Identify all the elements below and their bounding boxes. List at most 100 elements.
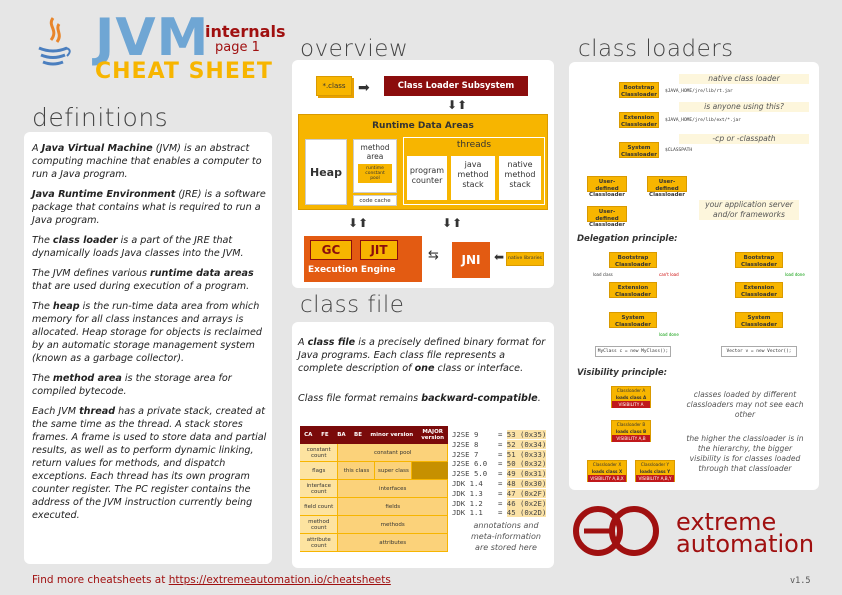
vis-va: VISIBILITY A (612, 401, 650, 408)
cf-desc-2c: . (537, 393, 541, 404)
load-class-1: load class (593, 272, 613, 277)
overview-panel: *.class ➡ Class Loader Subsystem ⬇⬆ Runt… (292, 60, 554, 288)
cf-cell: constant count (300, 444, 339, 461)
arrow-left-icon: ⬅ (494, 250, 505, 264)
versions-table: J2SE 9= 53 (0x35)J2SE 8= 52 (0x34)J2SE 7… (452, 430, 552, 518)
footer-prefix: Find more cheatsheets at (32, 574, 169, 586)
cf-header-cell: FE (321, 432, 329, 438)
note-native: native class loader (679, 74, 809, 84)
definitions-panel: A Java Virtual Machine (JVM) is an abstr… (24, 132, 272, 564)
vis-clb: Classloader B (612, 421, 650, 428)
definition-paragraph: The method area is the storage area for … (32, 373, 232, 397)
arrow-left-right-icon: ⇆ (428, 248, 439, 263)
code-vector: Vector v = new Vector(); (721, 346, 797, 357)
note-anyone: is anyone using this? (679, 102, 809, 112)
footer-text: Find more cheatsheets at https://extreme… (32, 574, 391, 586)
system-box: System Classloader (619, 142, 659, 158)
class-file-desc: A class file is a precisely defined bina… (298, 336, 550, 375)
vis-lcb: loads class B (612, 428, 650, 435)
threads-label: threads (456, 140, 492, 150)
vis-cla: Classloader A (612, 387, 650, 394)
cf-cell-dark (412, 462, 448, 479)
definition-paragraph: The class loader is a part of the JRE th… (32, 235, 244, 259)
vis-vy: VISIBILITY A,B,Y (636, 475, 674, 482)
definition-paragraph: A Java Virtual Machine (JVM) is an abstr… (32, 143, 262, 180)
path-cp: $CLASSPATH (665, 148, 693, 153)
extension-box: Extension Classloader (619, 112, 659, 128)
version-row: J2SE 8= 52 (0x34) (452, 439, 547, 449)
rda-label: Runtime Data Areas (372, 121, 474, 131)
engine-label: Execution Engine (308, 265, 396, 275)
cf-cell: attribute count (300, 534, 339, 551)
heap-box: Heap (305, 139, 347, 205)
path-ext: $JAVA_HOME/jre/lib/ext/*.jar (665, 118, 741, 123)
method-area-box: method area runtime constant pool (353, 139, 397, 193)
cf-cell: attributes (338, 534, 448, 551)
load-done-1: load done (659, 332, 679, 337)
cf-header-cell: BA (337, 432, 346, 438)
note-app-server: your application server and/or framework… (699, 200, 799, 220)
version-row: J2SE 7= 51 (0x33) (452, 449, 547, 459)
cf-cell: constant pool (338, 444, 448, 461)
ea-logo-icon (572, 502, 664, 560)
native-method-stack-box: native method stack (499, 156, 541, 200)
native-libraries-box: native libraries (506, 252, 544, 266)
overview-title: overview (300, 36, 409, 62)
code-cache-box: code cache (353, 195, 397, 206)
definition-paragraph: Java Runtime Environment (JRE) is a soft… (32, 189, 266, 226)
jni-box: JNI (452, 242, 490, 278)
cf-cell: this class (338, 462, 376, 479)
updown-arrow-icon-3: ⬇⬆ (442, 216, 463, 230)
cf-header-cell: BE (354, 432, 362, 438)
cf-cell: method count (300, 516, 339, 533)
definition-paragraph: Each JVM thread has a private stack, cre… (32, 406, 267, 521)
definition-paragraph: The JVM defines various runtime data are… (32, 268, 254, 292)
threads-box: threads program counter java method stac… (403, 137, 545, 205)
vis-cly: Classloader Y (636, 461, 674, 468)
footer-link[interactable]: https://extremeautomation.io/cheatsheets (168, 574, 391, 586)
cf-header-cell: MAJOR version (421, 429, 445, 441)
updown-arrow-icon: ⬇⬆ (447, 98, 468, 112)
definition-paragraph: The heap is the run-time data area from … (32, 301, 262, 364)
vis-note-1: classes loaded by different classloaders… (686, 390, 804, 419)
vis-vab: VISIBILITY A,B (612, 435, 650, 442)
cf-cell: fields (338, 498, 448, 515)
user-box-1: User-defined Classloader (587, 176, 627, 198)
vis-vx: VISIBILITY A,B,X (588, 475, 626, 482)
cf-cell: super class (375, 462, 413, 479)
cf-desc-1e: class or interface. (434, 363, 524, 374)
version-row: J2SE 5.0= 49 (0x31) (452, 469, 547, 479)
runtime-data-areas: Runtime Data Areas Heap method area runt… (298, 114, 548, 210)
logo-automation: automation (676, 530, 815, 558)
cf-cell: flags (300, 462, 339, 479)
cf-desc-1c: is a precisely defined binary format for… (298, 337, 546, 374)
cf-cell: interfaces (338, 480, 448, 497)
version-label: v1.5 (790, 576, 811, 586)
version-row: JDK 1.3= 47 (0x2F) (452, 488, 547, 498)
bootstrap-box: Bootstrap Classloader (619, 82, 659, 98)
user-box-3: User-defined Classloader (587, 206, 627, 228)
path-rt: $JAVA_HOME/jre/lib/rt.jar (665, 89, 733, 94)
vis-lcy: loads class Y (636, 468, 674, 475)
class-file-panel: A class file is a precisely defined bina… (292, 322, 554, 568)
definitions-title: definitions (32, 103, 169, 132)
version-row: JDK 1.2= 46 (0x2E) (452, 498, 547, 508)
deleg-bootstrap-2: Bootstrap Classloader (735, 252, 783, 268)
updown-arrow-icon-2: ⬇⬆ (348, 216, 369, 230)
cf-desc-1a: A (298, 337, 308, 348)
cf-desc-2b: backward-compatible (421, 393, 538, 404)
jit-box: JIT (360, 240, 398, 260)
execution-engine: GC JIT Execution Engine (304, 236, 422, 282)
class-loader-subsystem: Class Loader Subsystem (384, 76, 528, 96)
cf-desc-2a: Class file format remains (298, 393, 422, 404)
version-row: JDK 1.4= 48 (0x30) (452, 478, 547, 488)
runtime-pool-box: runtime constant pool (358, 164, 392, 183)
program-counter-box: program counter (407, 156, 447, 200)
class-loaders-panel: Bootstrap Classloader Extension Classloa… (569, 62, 819, 490)
